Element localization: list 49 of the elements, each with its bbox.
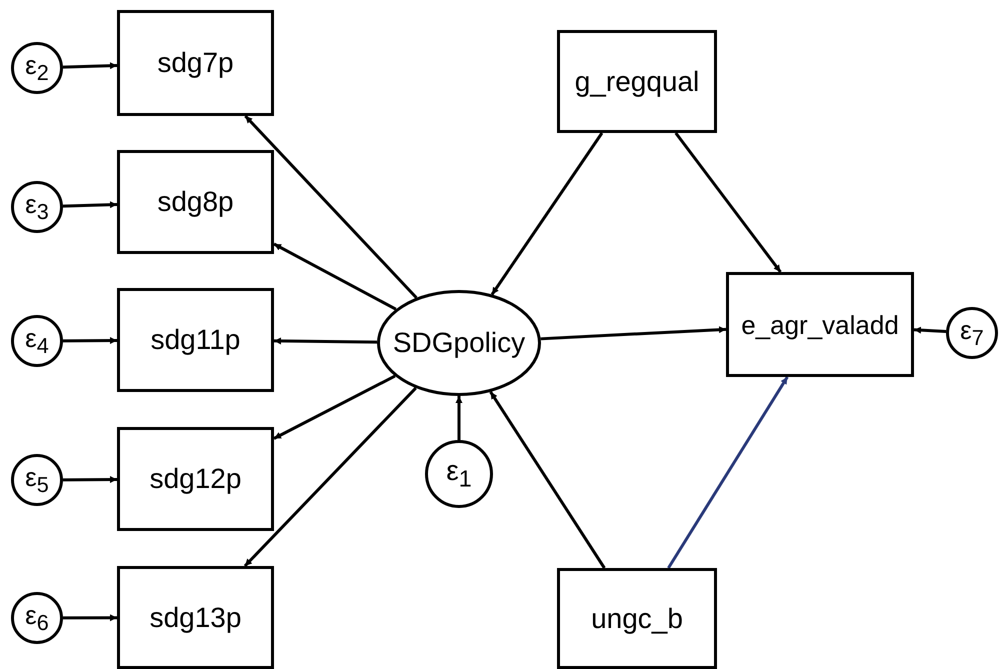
variable-label: ε$_{3}$ — [25, 191, 49, 223]
variable-label: sdg13p — [150, 604, 242, 632]
error-term-circle — [11, 592, 63, 644]
error-term-circle — [425, 440, 493, 508]
variable-box — [557, 30, 717, 133]
variable-label: ε$_{5}$ — [25, 464, 49, 496]
arrow — [667, 376, 789, 569]
arrow — [62, 476, 118, 484]
arrow — [244, 387, 417, 568]
variable-box — [117, 566, 274, 669]
arrow — [274, 337, 378, 344]
arrow — [456, 396, 462, 440]
error-term-circle — [11, 181, 63, 233]
latent-variable-ellipse — [377, 290, 541, 396]
arrow — [62, 337, 118, 344]
arrow — [273, 242, 397, 311]
arrow — [674, 132, 782, 273]
variable-box — [117, 150, 274, 254]
error-term-circle — [946, 307, 998, 359]
arrow — [244, 114, 418, 299]
variable-label: sdg7p — [157, 49, 234, 77]
error-term-circle — [11, 315, 63, 367]
variable-box — [726, 272, 914, 377]
error-term-circle — [11, 454, 63, 506]
variable-label: g_regqual — [574, 68, 700, 96]
error-term-circle — [11, 42, 63, 94]
variable-label: ε$_{1}$ — [446, 457, 472, 491]
arrow — [490, 132, 604, 296]
variable-label: ε$_{4}$ — [25, 325, 49, 357]
arrow — [540, 326, 726, 340]
variable-label: ε$_{6}$ — [25, 602, 49, 634]
arrow — [914, 326, 946, 334]
variable-label: e_agr_valadd — [741, 312, 899, 338]
variable-label: ε$_{7}$ — [960, 317, 984, 349]
variable-box — [117, 427, 274, 531]
variable-box — [557, 568, 717, 669]
variable-box — [117, 10, 274, 116]
variable-label: sdg11p — [150, 326, 240, 354]
arrow — [63, 614, 117, 622]
variable-label: ε$_{2}$ — [25, 52, 49, 84]
variable-label: SDGpolicy — [392, 329, 526, 357]
variable-label: sdg12p — [150, 465, 242, 493]
arrow — [62, 62, 118, 70]
variable-box — [117, 288, 274, 392]
variable-label: ungc_b — [591, 604, 683, 632]
arrow — [273, 374, 396, 440]
arrow — [62, 201, 118, 208]
variable-label: sdg8p — [157, 188, 234, 216]
arrow — [489, 391, 606, 569]
